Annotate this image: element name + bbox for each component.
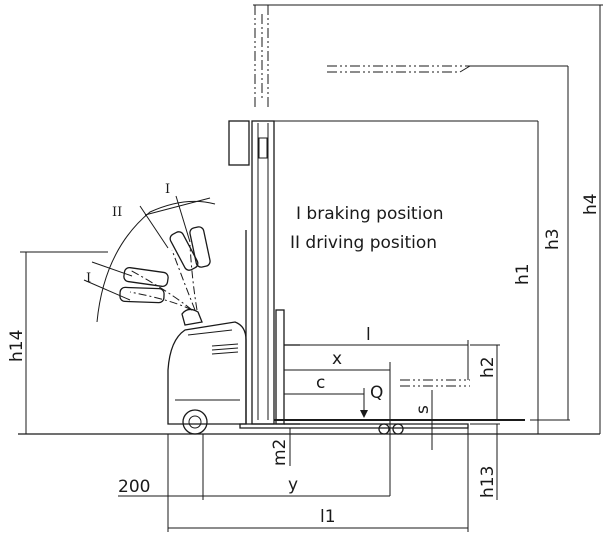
load-wheels [378,423,404,435]
dimension-h14: h14 [7,251,108,434]
dimension-h2: h2 [470,344,500,420]
dimension-l1: l1 [168,428,469,532]
drive-unit [167,308,247,435]
dimension-y: y [202,434,390,500]
svg-text:l: l [366,325,371,345]
svg-text:x: x [332,349,342,369]
mast [228,120,538,425]
svg-text:Q: Q [370,383,383,403]
svg-text:h13: h13 [478,466,498,498]
extended-mast-outline [253,4,603,110]
svg-text:s: s [413,405,433,414]
dimension-h4: h4 [581,5,601,434]
braking-position-label-top: I [165,182,170,197]
load-arrow-q: Q [360,383,383,418]
legend-braking-position: I braking position [296,204,444,224]
tiller-positions [83,195,216,323]
dimension-x: x [284,349,391,496]
legend-driving-position: II driving position [290,233,437,253]
svg-text:h14: h14 [7,330,27,362]
dimension-h3: h3 [530,66,570,421]
dimension-c: c [284,373,364,395]
svg-text:200: 200 [118,477,150,497]
dimension-s: s [413,390,433,450]
braking-position-label-bottom: I [86,271,91,286]
svg-text:y: y [288,475,298,495]
svg-text:m2: m2 [270,439,290,466]
svg-text:h4: h4 [581,193,601,215]
svg-text:c: c [316,373,325,393]
dimension-h13: h13 [470,423,500,500]
dimension-200: 200 [118,434,203,532]
dimension-m2: m2 [270,428,291,466]
fork-carriage [275,309,300,425]
svg-text:l1: l1 [320,507,336,527]
svg-text:h1: h1 [513,263,533,285]
svg-text:h3: h3 [543,228,563,250]
dimension-h1: h1 [513,121,539,434]
svg-text:h2: h2 [478,356,498,378]
driving-position-label: II [112,205,122,220]
dimension-l: l [284,325,469,380]
